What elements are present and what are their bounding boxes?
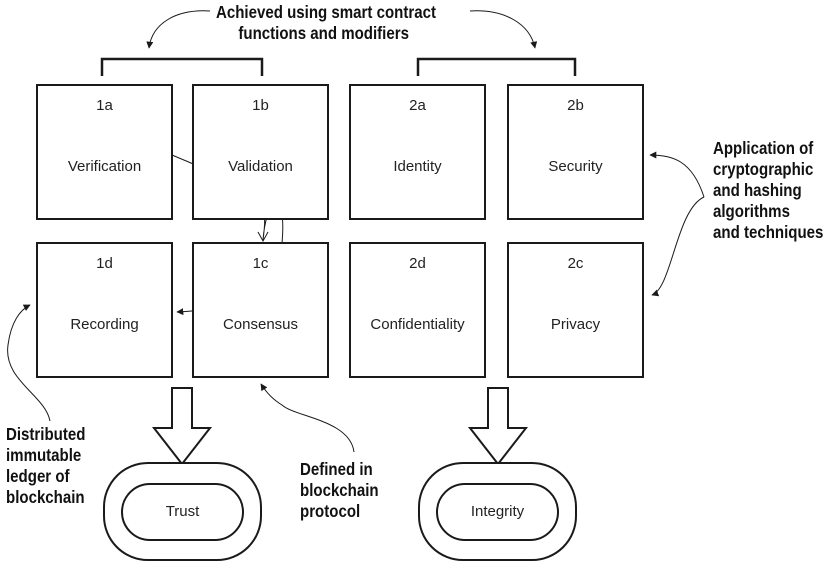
box-id: 1a — [96, 97, 113, 114]
box-id: 1b — [252, 97, 269, 114]
annotation-line: blockchain — [300, 480, 379, 500]
box-label: Validation — [228, 158, 293, 175]
annotation-line: functions and modifiers — [238, 23, 409, 43]
box-id: 1d — [96, 255, 113, 272]
box-1b-validation: 1b Validation — [192, 84, 329, 220]
box-2c-privacy: 2c Privacy — [507, 242, 644, 378]
trust-inner-shape — [121, 483, 244, 541]
block-arrow-trust — [151, 387, 213, 466]
arrow-top-right — [469, 10, 538, 49]
arrow-to-recording — [7, 304, 51, 422]
annotation-line: protocol — [300, 501, 361, 521]
block-arrow-integrity — [467, 387, 529, 466]
box-id: 2b — [567, 97, 584, 114]
annotation-line: Defined in — [300, 459, 373, 479]
arrow-to-security — [649, 151, 705, 198]
annotation-smart-contract: Achieved using smart contract functions … — [216, 2, 436, 44]
box-2d-confidentiality: 2d Confidentiality — [349, 242, 486, 378]
annotation-line: and hashing — [713, 180, 802, 200]
box-label: Consensus — [222, 316, 299, 333]
box-label: Recording — [70, 316, 139, 333]
annotation-line: algorithms — [713, 201, 790, 221]
annotation-line: Application of — [713, 138, 814, 158]
bracket-right — [416, 57, 577, 76]
annotation-protocol: Defined in blockchain protocol — [300, 459, 379, 522]
integrity-label: Integrity — [470, 503, 525, 520]
box-2b-security: 2b Security — [507, 84, 644, 220]
annotation-line: blockchain — [6, 487, 85, 507]
box-1c-consensus: 1c Consensus — [192, 242, 329, 378]
process-flow-arrowhead-1c — [257, 231, 269, 243]
box-label: Privacy — [550, 316, 601, 333]
annotation-line: and techniques — [713, 222, 824, 242]
annotation-line: immutable — [6, 445, 82, 465]
bracket-left — [100, 57, 264, 76]
integrity-inner-shape — [436, 483, 559, 541]
box-label: Verification — [67, 158, 142, 175]
box-id: 2d — [409, 255, 426, 272]
box-1a-verification: 1a Verification — [36, 84, 173, 220]
arrow-to-consensus — [260, 383, 355, 453]
box-id: 2c — [567, 255, 584, 272]
arrow-to-privacy — [651, 196, 705, 297]
annotation-line: Achieved using smart contract — [216, 2, 436, 22]
trust-label: Trust — [165, 503, 200, 520]
box-label: Security — [548, 158, 603, 175]
annotation-ledger: Distributed immutable ledger of blockcha… — [6, 424, 85, 508]
annotation-line: Distributed — [6, 424, 86, 444]
box-1d-recording: 1d Recording — [36, 242, 173, 378]
annotation-line: cryptographic — [713, 159, 814, 179]
box-label: Identity — [393, 158, 442, 175]
box-label: Confidentiality — [370, 316, 465, 333]
annotation-cryptographic: Application of cryptographic and hashing… — [713, 138, 823, 243]
box-2a-identity: 2a Identity — [349, 84, 486, 220]
box-id: 1c — [252, 255, 269, 272]
annotation-line: ledger of — [6, 466, 70, 486]
arrow-top-left — [146, 10, 211, 49]
box-id: 2a — [409, 97, 426, 114]
